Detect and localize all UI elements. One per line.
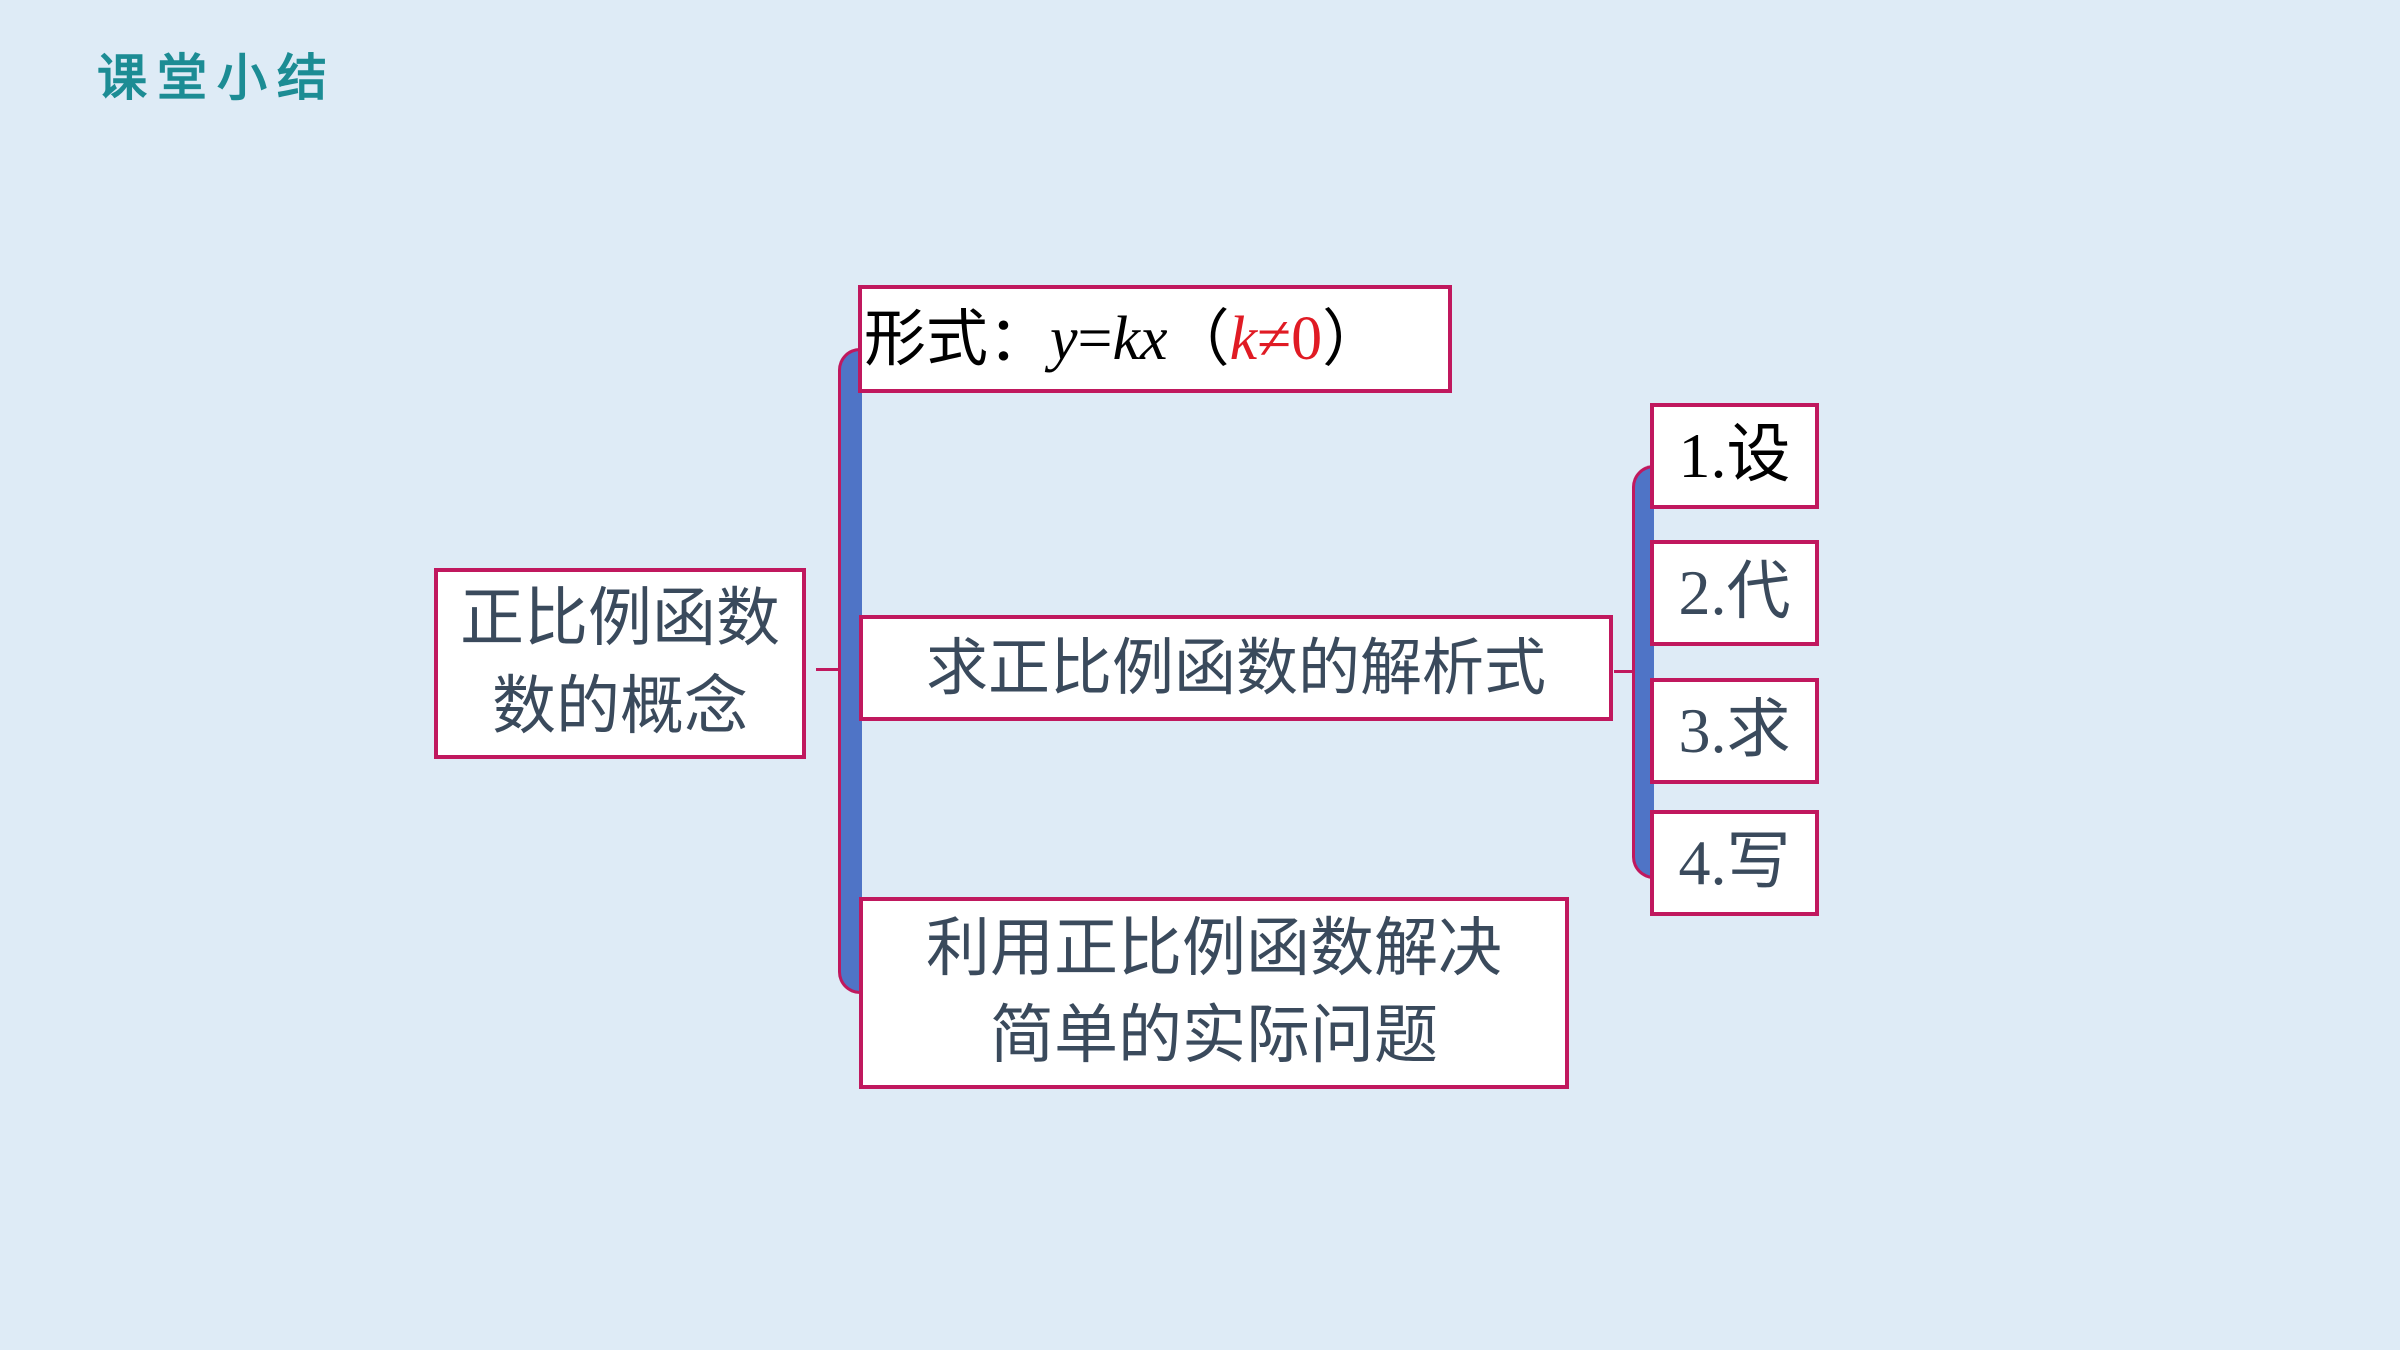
apply-line2: 简单的实际问题 — [990, 999, 1438, 1073]
form-box: 形式： y=kx （ k≠0 ） — [858, 285, 1452, 393]
solve-label: 求正比例函数的解析式 — [925, 630, 1546, 704]
form-equation: y=kx — [1050, 297, 1168, 381]
root-concept-line1: 正比例函数 — [460, 582, 780, 657]
form-kx: kx — [1112, 304, 1168, 373]
main-bracket — [838, 348, 862, 994]
solve-box: 求正比例函数的解析式 — [859, 615, 1613, 721]
step-4-text: 写 — [1726, 825, 1791, 900]
step-2-number: 2. — [1678, 557, 1727, 629]
step-1-text: 设 — [1726, 418, 1791, 493]
root-connector — [816, 668, 840, 671]
form-eq: = — [1077, 304, 1113, 373]
step-box-1: 1.设 — [1650, 403, 1819, 509]
form-condition: k≠0 — [1230, 297, 1323, 381]
root-concept-box: 正比例函数 数的概念 — [434, 568, 806, 759]
step-1-number: 1. — [1678, 420, 1727, 492]
step-2-text: 代 — [1726, 555, 1791, 630]
root-concept-line2: 数的概念 — [492, 669, 748, 744]
header-title: 课堂小结 — [97, 49, 337, 107]
form-label: 形式： — [864, 301, 1051, 375]
step-4-number: 4. — [1678, 827, 1727, 899]
form-k: k — [1229, 304, 1258, 373]
solve-connector — [1614, 670, 1636, 673]
apply-line1: 利用正比例函数解决 — [926, 911, 1502, 986]
apply-box: 利用正比例函数解决 简单的实际问题 — [859, 897, 1569, 1089]
form-y: y — [1050, 304, 1078, 373]
step-3-number: 3. — [1678, 695, 1727, 767]
form-neq: ≠0 — [1257, 304, 1323, 373]
root-concept-text: 正比例函数 数的概念 — [460, 576, 780, 750]
apply-text: 利用正比例函数解决 简单的实际问题 — [926, 906, 1502, 1080]
step-box-4: 4.写 — [1650, 810, 1819, 916]
form-open-paren: （ — [1167, 301, 1230, 375]
step-box-3: 3.求 — [1650, 678, 1819, 784]
step-3-text: 求 — [1726, 693, 1791, 768]
form-close-paren: ） — [1322, 301, 1385, 375]
step-box-2: 2.代 — [1650, 540, 1819, 646]
